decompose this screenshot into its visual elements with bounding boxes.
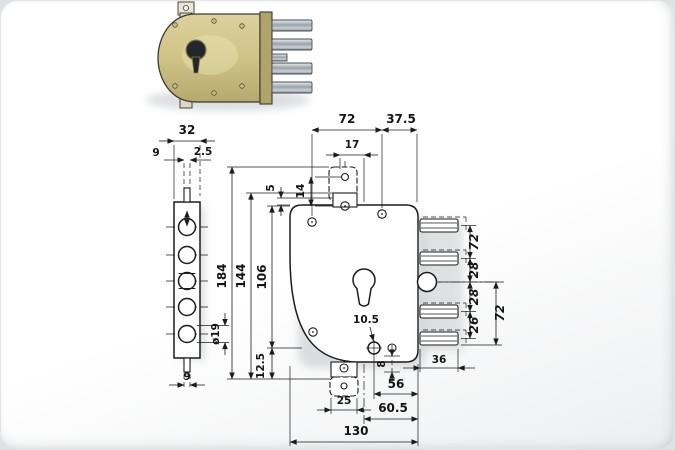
dim-bolt-gap-c: 26 [467, 317, 481, 334]
top-dimensions: 72 37.5 17 14 5 [265, 112, 418, 216]
photo-screws [172, 18, 245, 96]
lock-body-photo [157, 13, 261, 103]
bottom-bracket-screw [339, 363, 349, 373]
dim-h-total: 184 [215, 263, 229, 288]
dim-plate-width: 32 [179, 123, 196, 137]
dim-h-inner: 144 [234, 263, 248, 288]
dim-acc-width: 25 [337, 395, 352, 407]
hole-leader [369, 326, 375, 342]
dim-bolt-gap-b: 28 [467, 289, 481, 306]
bottom-accessory-hole [340, 382, 348, 390]
height-dimensions: 184 144 106 12.5 [215, 166, 333, 380]
dim-pin-bottom: 9 [183, 371, 190, 383]
dim-top-span: 72 [339, 112, 356, 126]
dim-screw-gap: 8 [376, 360, 388, 367]
faceplate-view: 32 9 2.5 ø19 9 [152, 123, 229, 388]
accessory-hole [340, 172, 350, 182]
deadbolt-group [416, 216, 467, 346]
dim-acc-drop: 14 [295, 184, 307, 199]
dim-w-total: 130 [343, 424, 368, 438]
dim-hole-dia: 10.5 [353, 314, 379, 326]
photo-latch-pin [271, 53, 288, 62]
dim-plate-hole-dia: ø19 [210, 323, 222, 345]
dim-backset-a: 56 [388, 377, 405, 391]
product-photo [146, 1, 313, 111]
keyhole [352, 268, 376, 307]
latch-pin [416, 271, 438, 293]
dim-h-bottom: 12.5 [255, 353, 267, 379]
accessory-bracket [332, 192, 358, 208]
body-edge-plate [259, 11, 273, 105]
dim-bolt-pair-span: 72 [467, 234, 481, 251]
dim-pin-width: 2.5 [194, 146, 213, 158]
dim-cyl-to-acc: 17 [345, 139, 360, 151]
photo-keyhole-slot [191, 56, 201, 74]
dim-bolt-gap-a: 28 [467, 262, 481, 279]
dim-bolt-throw: 36 [432, 354, 447, 366]
dim-pin-offset: 9 [152, 147, 159, 159]
top-pin [183, 187, 191, 203]
bottom-pin [183, 357, 191, 373]
case-screws [307, 201, 387, 337]
deadbolts: 72 28 28 26 72 36 [403, 216, 507, 372]
dim-bolt-overall: 72 [493, 305, 507, 322]
bottom-dimensions: 25 56 60.5 130 [289, 356, 419, 446]
dim-top-right: 37.5 [386, 112, 416, 126]
front-view: 10.5 8 [289, 161, 504, 426]
dim-top-gap: 5 [265, 184, 277, 191]
tab-screw-hole [182, 5, 189, 11]
dim-h-upper: 106 [255, 264, 269, 289]
bottom-accessory-dashed [329, 376, 359, 397]
photo-deadbolts [271, 19, 313, 94]
dim-backset-b: 60.5 [378, 401, 408, 415]
